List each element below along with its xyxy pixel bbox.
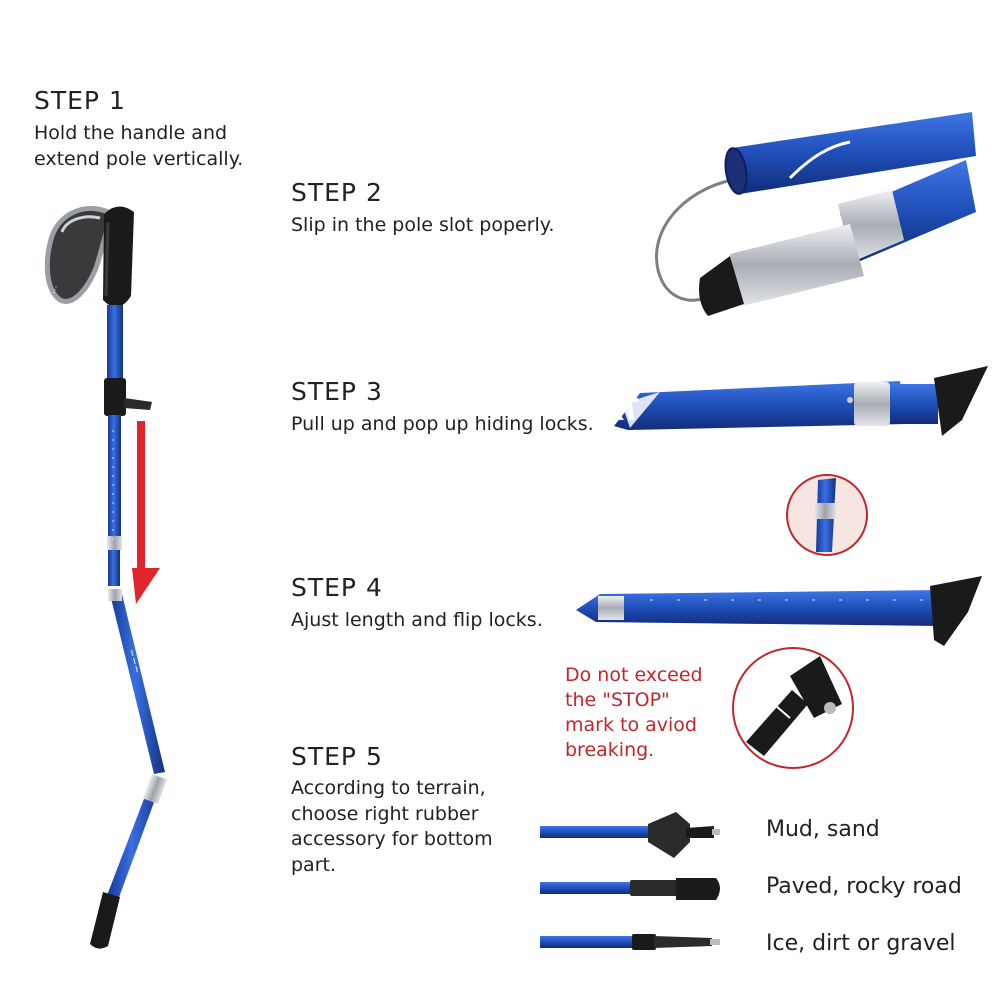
tip-label-paved: Paved, rocky road (766, 874, 962, 899)
tip-label-ice: Ice, dirt or gravel (766, 931, 956, 956)
lock-detail-zoom (786, 474, 868, 556)
flip-lock-upper (104, 378, 126, 416)
carbide-spike-tip-icon (540, 934, 720, 950)
pole-slot-image (655, 112, 976, 316)
pole-grip (103, 206, 134, 308)
mud-basket-tip-icon (540, 812, 720, 858)
step3-description: Pull up and pop up hiding locks. (291, 413, 594, 435)
flip-lock (930, 576, 982, 646)
step2-title: STEP 2 (291, 178, 383, 207)
rubber-boot-tip-icon (540, 878, 720, 900)
extend-direction-arrow (132, 421, 160, 604)
step4-description: Ajust length and flip locks. (291, 609, 543, 631)
full-trekking-pole-image: ... ~~~ (44, 205, 167, 949)
step1-title: STEP 1 (34, 86, 126, 115)
stop-mark-detail-zoom (732, 647, 854, 769)
hiding-lock (934, 366, 988, 436)
step4-title: STEP 4 (291, 573, 383, 602)
stop-mark-warning: Do not exceed the "STOP" mark to aviod b… (565, 664, 703, 761)
svg-text:...: ... (47, 284, 59, 295)
step5-title: STEP 5 (291, 742, 383, 771)
flip-lock-pole-image (576, 576, 982, 646)
step1-description: Hold the handle and extend pole vertical… (34, 122, 244, 170)
step3-title: STEP 3 (291, 377, 383, 406)
tip-label-mud: Mud, sand (766, 817, 880, 842)
step5-description: According to terrain, choose right rubbe… (291, 777, 493, 876)
step2-description: Slip in the pole slot poperly. (291, 214, 555, 236)
pole-rubber-tip (90, 892, 120, 949)
hiding-lock-pole-image: TAVI (566, 366, 988, 436)
